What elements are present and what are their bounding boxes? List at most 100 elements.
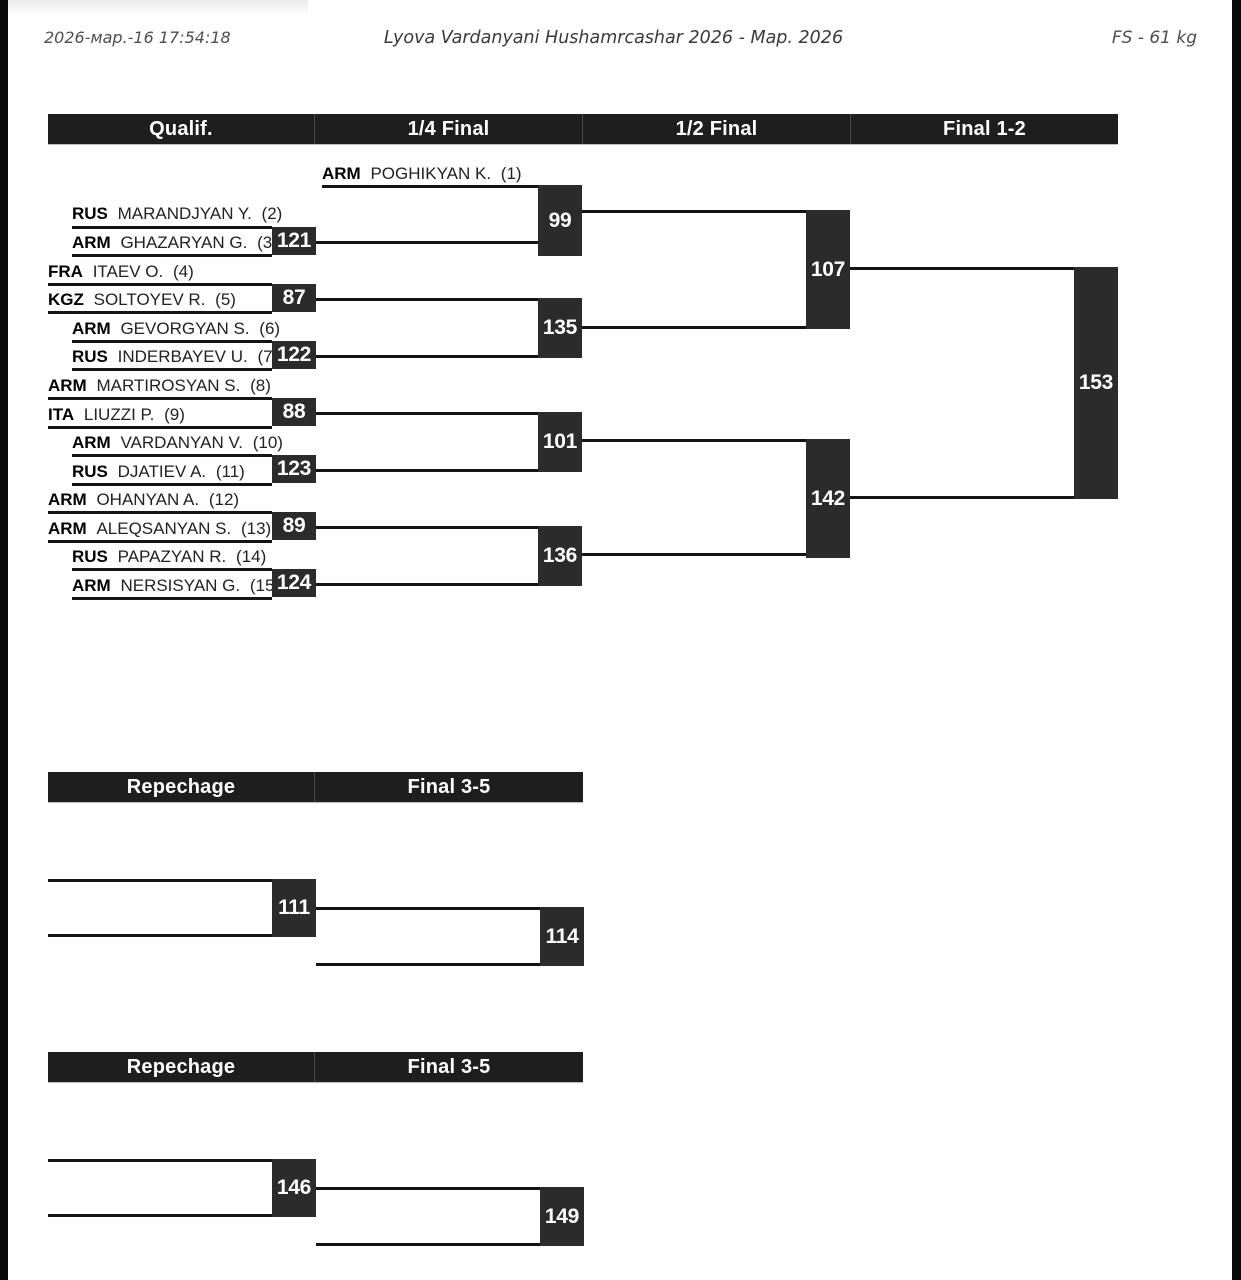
athlete-3: ARM GHAZARYAN G. (3) — [72, 232, 278, 254]
athlete-2-nat: RUS — [72, 204, 108, 223]
repechage-1-final-line-a — [316, 907, 544, 910]
slot-line-5 — [48, 311, 272, 314]
window-right-edge — [1232, 0, 1241, 1280]
athlete-11-seed: (11) — [215, 462, 245, 481]
athlete-8: ARM MARTIROSYAN S. (8) — [48, 375, 271, 397]
athlete-14: RUS PAPAZYAN R. (14) — [72, 546, 266, 568]
qualif-bout-88[interactable]: 88 — [272, 398, 316, 426]
quarter-bout-136[interactable]: 136 — [538, 526, 582, 586]
page-top-fold — [8, 0, 308, 16]
athlete-13-nat: ARM — [48, 519, 87, 538]
repechage-2-slot-line-b — [48, 1214, 272, 1217]
slot-line-3 — [72, 254, 272, 257]
athlete-10-seed: (10) — [252, 433, 283, 452]
semi-feed-line-1b — [582, 326, 810, 329]
athlete-5-seed: (5) — [215, 290, 236, 309]
athlete-9-name: LIUZZI P. — [83, 405, 155, 424]
main-round-header-bar: Qualif. 1/4 Final 1/2 Final Final 1-2 — [48, 114, 1118, 144]
round-header-semi: 1/2 Final — [583, 114, 851, 144]
header-timestamp: 2026-мар.-16 17:54:18 — [44, 28, 231, 47]
slot-line-4 — [48, 283, 272, 286]
athlete-2: RUS MARANDJYAN Y. (2) — [72, 203, 282, 225]
athlete-4-seed: (4) — [172, 262, 194, 281]
quarter-bout-135[interactable]: 135 — [538, 298, 582, 358]
slot-line-15 — [72, 597, 272, 600]
qualif-bout-121[interactable]: 121 — [272, 227, 316, 255]
athlete-11: RUS DJATIEV A. (11) — [72, 461, 245, 483]
qualif-bout-89[interactable]: 89 — [272, 512, 316, 540]
slot-line-7 — [72, 368, 272, 371]
final-feed-line-b — [850, 496, 1078, 499]
vertical-scrollbar[interactable] — [1219, 0, 1232, 1280]
round-header-quarter: 1/4 Final — [315, 114, 583, 144]
page-title: Lyova Vardanyani Hushamrcashar 2026 - Ma… — [383, 28, 844, 48]
window-left-edge — [0, 0, 8, 1280]
repechage-1-final-line-b — [316, 963, 544, 966]
repechage-2-final-bout-149[interactable]: 149 — [540, 1187, 584, 1246]
athlete-13: ARM ALEQSANYAN S. (13) — [48, 518, 271, 540]
athlete-3-name: GHAZARYAN G. — [120, 233, 248, 252]
slot-line-2 — [72, 226, 272, 229]
athlete-8-seed: (8) — [250, 376, 271, 395]
repechage-2-slot-line-a — [48, 1159, 272, 1162]
quarter-bout-101[interactable]: 101 — [538, 412, 582, 472]
repechage-2-header-bar: Repechage Final 3-5 — [48, 1052, 583, 1082]
repechage-1-header-repechage: Repechage — [48, 772, 315, 802]
slot-line-13 — [48, 540, 272, 543]
slot-line-6 — [72, 340, 272, 343]
qualif-bout-123[interactable]: 123 — [272, 455, 316, 483]
quarter-bout-99[interactable]: 99 — [538, 185, 582, 256]
athlete-12-seed: (12) — [208, 490, 240, 509]
qualif-bout-122[interactable]: 122 — [272, 341, 316, 369]
semi-feed-line-2a — [582, 439, 810, 442]
quarter-feed-line-2b — [316, 355, 552, 358]
repechage-1-header-final35: Final 3-5 — [407, 775, 491, 798]
quarter-feed-line-3b — [316, 469, 552, 472]
athlete-2-name: MARANDJYAN Y. — [117, 204, 252, 223]
qualif-bout-87[interactable]: 87 — [272, 284, 316, 312]
athlete-7: RUS INDERBAYEV U. (7) — [72, 346, 278, 368]
athlete-5: KGZ SOLTOYEV R. (5) — [48, 289, 236, 311]
round-header-qualif: Qualif. — [48, 114, 315, 144]
repechage-1-header-bar: Repechage Final 3-5 — [48, 772, 583, 802]
repechage-2-header-final35: Final 3-5 — [407, 1055, 491, 1078]
athlete-7-name: INDERBAYEV U. — [117, 347, 248, 366]
repechage-2-final-line-a — [316, 1187, 544, 1190]
athlete-9-nat: ITA — [48, 405, 75, 424]
athlete-12-name: OHANYAN A. — [96, 490, 200, 509]
slot-line-8 — [48, 397, 272, 400]
repechage-1-bout-111[interactable]: 111 — [272, 879, 316, 937]
athlete-2-seed: (2) — [261, 204, 283, 223]
qualif-bout-124[interactable]: 124 — [272, 569, 316, 597]
repechage-1-final-bout-114[interactable]: 114 — [540, 907, 584, 966]
header-weight-class: FS - 61 kg — [1111, 28, 1197, 48]
repechage-1-slot-line-b — [48, 934, 272, 937]
semi-bout-107[interactable]: 107 — [806, 210, 850, 329]
athlete-13-seed: (13) — [240, 519, 272, 538]
athlete-10: ARM VARDANYAN V. (10) — [72, 432, 283, 454]
athlete-6-nat: ARM — [72, 319, 111, 338]
slot-line-1 — [322, 185, 552, 188]
athlete-14-seed: (14) — [236, 547, 267, 566]
athlete-4-nat: FRA — [48, 262, 83, 281]
athlete-3-nat: ARM — [72, 233, 111, 252]
athlete-1: ARM POGHIKYAN K. (1) — [322, 163, 522, 185]
document-header: 2026-мар.-16 17:54:18 Lyova Vardanyani H… — [8, 28, 1219, 54]
athlete-5-name: SOLTOYEV R. — [93, 290, 206, 309]
athlete-14-nat: RUS — [72, 547, 108, 566]
athlete-1-name: POGHIKYAN K. — [370, 164, 492, 183]
athlete-9-seed: (9) — [164, 405, 185, 424]
athlete-1-nat: ARM — [322, 164, 361, 183]
final-bout-153[interactable]: 153 — [1074, 267, 1118, 499]
athlete-10-nat: ARM — [72, 433, 111, 452]
quarter-feed-line-2a — [316, 298, 552, 301]
slot-line-12 — [48, 511, 272, 514]
repechage-2-bout-146[interactable]: 146 — [272, 1159, 316, 1217]
athlete-15: ARM NERSISYAN G. (15) — [72, 575, 280, 597]
quarter-feed-line-1b — [316, 241, 552, 244]
semi-bout-142[interactable]: 142 — [806, 439, 850, 558]
athlete-12: ARM OHANYAN A. (12) — [48, 489, 239, 511]
repechage-2-header-repechage: Repechage — [48, 1052, 315, 1082]
athlete-4-name: ITAEV O. — [92, 262, 164, 281]
